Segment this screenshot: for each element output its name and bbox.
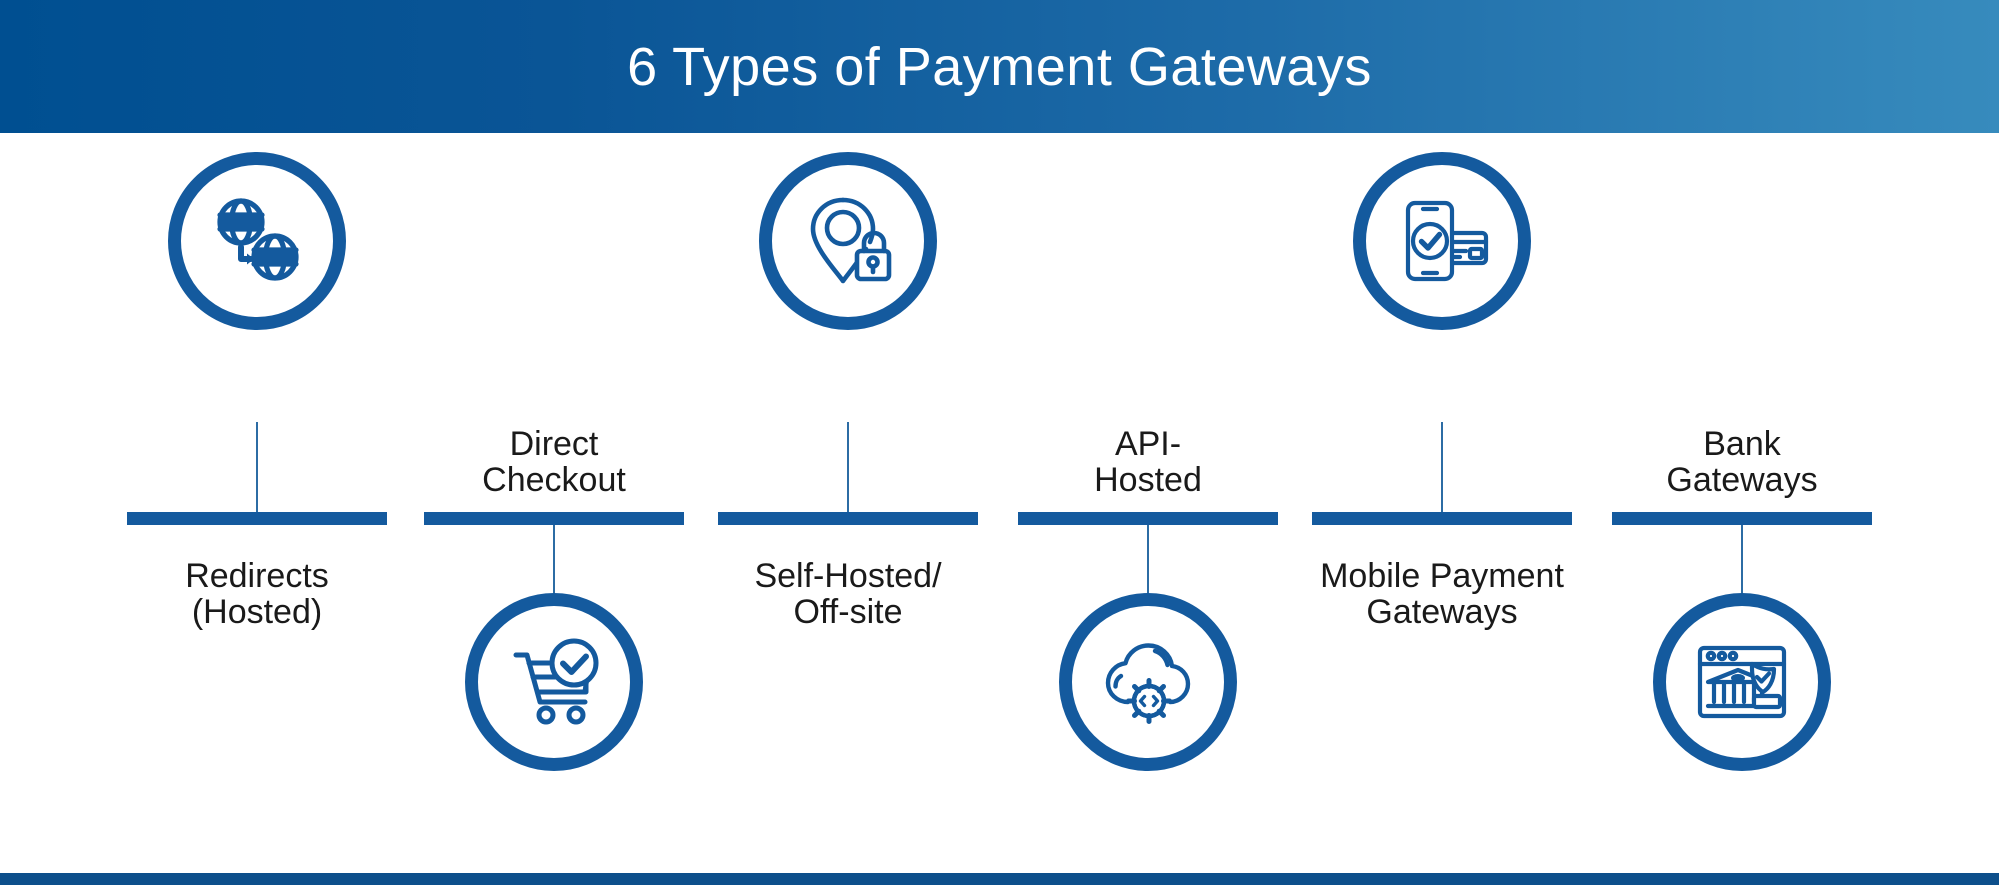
timeline-segment-mobile-payment-gateways[interactable]: Mobile Payment Gateways xyxy=(1312,133,1572,873)
icon-badge-two-globes-redirect[interactable] xyxy=(168,152,346,330)
timeline-segment-self-hosted-offsite[interactable]: Self-Hosted/ Off-site xyxy=(718,133,978,873)
phone-card-check-icon xyxy=(1390,189,1494,293)
segment-connector xyxy=(847,422,849,512)
segment-rule xyxy=(127,512,387,525)
two-globes-redirect-icon xyxy=(205,189,309,293)
map-pin-lock-icon xyxy=(796,189,900,293)
icon-badge-cloud-gear-code[interactable] xyxy=(1059,593,1237,771)
icon-badge-shopping-cart-check[interactable] xyxy=(465,593,643,771)
segment-connector xyxy=(1147,525,1149,605)
segment-connector xyxy=(256,422,258,512)
bank-browser-shield-icon xyxy=(1690,630,1794,734)
segment-rule xyxy=(1612,512,1872,525)
segment-label: Self-Hosted/ Off-site xyxy=(754,557,942,632)
icon-badge-map-pin-lock[interactable] xyxy=(759,152,937,330)
timeline-segment-api-hosted[interactable]: API- Hosted xyxy=(1018,133,1278,873)
segment-connector xyxy=(1741,525,1743,605)
timeline: Redirects (Hosted) xyxy=(0,133,1999,873)
icon-badge-phone-card-check[interactable] xyxy=(1353,152,1531,330)
shopping-cart-check-icon xyxy=(502,630,606,734)
segment-rule xyxy=(1018,512,1278,525)
header-banner: 6 Types of Payment Gateways xyxy=(0,0,1999,133)
segment-label: Mobile Payment Gateways xyxy=(1320,557,1564,632)
segment-label: Direct Checkout xyxy=(482,424,626,499)
segment-label: Bank Gateways xyxy=(1666,424,1818,499)
footer-bar xyxy=(0,873,1999,885)
timeline-segment-direct-checkout[interactable]: Direct Checkout xyxy=(424,133,684,873)
segment-label: API- Hosted xyxy=(1094,424,1202,499)
segment-connector xyxy=(1441,422,1443,512)
segment-label: Redirects (Hosted) xyxy=(185,557,329,632)
segment-rule xyxy=(424,512,684,525)
icon-badge-bank-browser-shield[interactable] xyxy=(1653,593,1831,771)
page-title: 6 Types of Payment Gateways xyxy=(627,36,1372,97)
timeline-segment-bank-gateways[interactable]: Bank Gateways xyxy=(1612,133,1872,873)
segment-rule xyxy=(1312,512,1572,525)
cloud-gear-code-icon xyxy=(1096,630,1200,734)
timeline-segment-redirects-hosted[interactable]: Redirects (Hosted) xyxy=(127,133,387,873)
segment-rule xyxy=(718,512,978,525)
segment-connector xyxy=(553,525,555,605)
